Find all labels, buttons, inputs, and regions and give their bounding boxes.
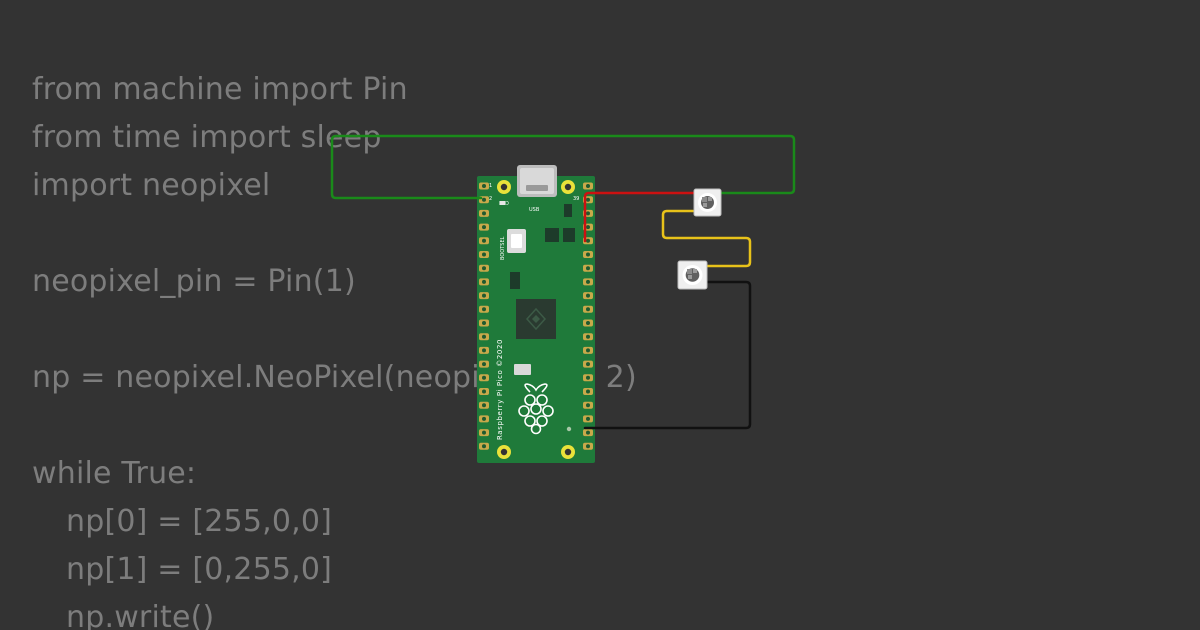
left-pin-hole	[482, 307, 486, 312]
left-pin-hole	[482, 238, 486, 243]
right-pin-hole	[586, 403, 590, 408]
right-pin-hole	[586, 321, 590, 325]
code-line-3: import neopixel	[32, 168, 271, 203]
component	[564, 204, 572, 217]
code-line-9: while True:	[32, 456, 197, 491]
left-pin-hole	[482, 444, 486, 449]
right-pin-hole	[586, 307, 590, 312]
left-pin-hole	[482, 403, 486, 408]
component	[563, 228, 575, 242]
right-pin-hole	[586, 416, 590, 421]
pin-1-label: 1	[489, 183, 492, 189]
regulator-chip	[510, 272, 520, 289]
left-pin-hole	[482, 211, 486, 216]
neopixel-led-2[interactable]	[677, 260, 708, 290]
usb-connector[interactable]	[517, 165, 557, 197]
raspberry-pi-logo-icon	[518, 383, 554, 435]
right-pin-hole	[586, 293, 590, 298]
right-pin-hole	[586, 197, 590, 202]
right-pin-hole	[586, 375, 590, 380]
crystal	[514, 364, 531, 375]
usb-label: USB	[529, 207, 540, 213]
pin-2-label: 2	[489, 196, 492, 202]
bootsel-button[interactable]	[507, 229, 526, 253]
left-pin-hole	[482, 389, 486, 394]
data-wire[interactable]	[330, 134, 796, 200]
right-pin-hole	[586, 211, 590, 216]
left-pin-hole	[482, 375, 486, 380]
code-line-10: np[0] = [255,0,0]	[66, 504, 333, 539]
onboard-led	[500, 201, 505, 205]
bootsel-label: BOOTSEL	[500, 236, 506, 260]
flash-chip	[545, 228, 559, 242]
right-pin-hole	[586, 348, 590, 353]
code-line-12: np.write()	[66, 600, 215, 630]
ground-wire[interactable]	[583, 280, 752, 430]
right-pin-hole	[586, 334, 590, 339]
right-pin-hole	[586, 225, 590, 230]
left-pin-hole	[482, 225, 486, 230]
right-pin-hole	[586, 362, 590, 367]
left-pin-hole	[482, 252, 486, 257]
right-pin-hole	[586, 430, 590, 435]
chain-wire[interactable]	[661, 209, 752, 268]
right-pin-hole	[586, 252, 590, 257]
neopixel-led-1[interactable]	[693, 188, 722, 217]
left-pin-hole	[482, 293, 486, 298]
test-point	[566, 426, 572, 432]
left-pin-hole	[482, 279, 486, 284]
pin-39-label: 39	[573, 196, 579, 202]
code-line-5: neopixel_pin = Pin(1)	[32, 264, 356, 299]
code-line-2: from time import sleep	[32, 120, 382, 155]
left-pin-hole	[482, 430, 486, 435]
right-pin-hole	[586, 266, 590, 271]
left-pin-hole	[482, 348, 486, 353]
left-pin-hole	[482, 334, 486, 339]
pico-board[interactable]: LED USB 1 2 39 BOOTSEL Raspberry Pi Pico…	[477, 165, 595, 463]
code-listing: from machine import Pin from time import…	[32, 66, 637, 630]
left-pin-hole	[482, 416, 486, 421]
left-pin-hole	[482, 184, 486, 188]
board-name-label: Raspberry Pi Pico ©2020	[496, 339, 504, 440]
wires	[330, 134, 796, 430]
code-line-1: from machine import Pin	[32, 72, 408, 107]
right-pin-header[interactable]	[583, 182, 593, 450]
left-pin-hole	[482, 266, 486, 271]
code-line-11: np[1] = [0,255,0]	[66, 552, 333, 587]
rp2040-chip	[516, 299, 556, 339]
left-pin-hole	[482, 362, 486, 367]
left-pin-hole	[482, 197, 486, 202]
right-pin-hole	[586, 238, 590, 243]
right-pin-hole	[586, 444, 590, 449]
right-pin-hole	[586, 279, 590, 284]
right-pin-hole	[586, 184, 590, 188]
left-pin-hole	[482, 321, 486, 325]
right-pin-hole	[586, 389, 590, 394]
power-wire[interactable]	[583, 191, 698, 243]
